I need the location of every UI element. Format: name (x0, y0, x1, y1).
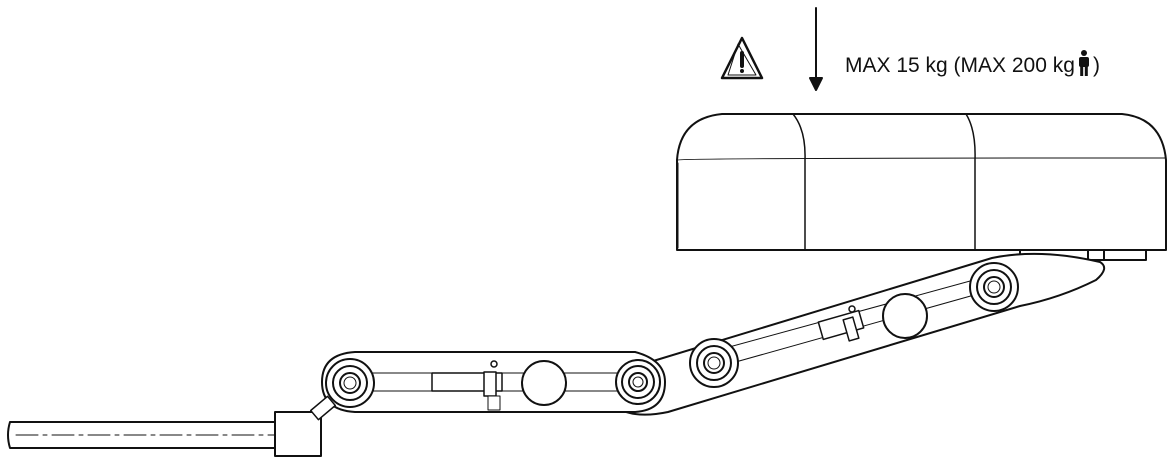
down-arrow-icon (809, 7, 823, 91)
armrest-pad (676, 113, 1167, 261)
warning-triangle-icon (720, 36, 764, 80)
person-icon (1078, 50, 1089, 76)
max-load-text: MAX 15 kg (MAX 200 kg (845, 54, 1075, 77)
mounting-rod (7, 395, 337, 457)
max-load-label: MAX 15 kg (MAX 200 kg ) (845, 50, 1100, 78)
hinge-pin (969, 262, 1019, 312)
hinge-pin (325, 358, 375, 408)
lower-link-arm (321, 351, 666, 413)
max-load-close: ) (1092, 54, 1100, 77)
hinge-pin (615, 359, 661, 405)
hinge-pin (689, 338, 739, 388)
upper-link-arm (608, 252, 1106, 416)
